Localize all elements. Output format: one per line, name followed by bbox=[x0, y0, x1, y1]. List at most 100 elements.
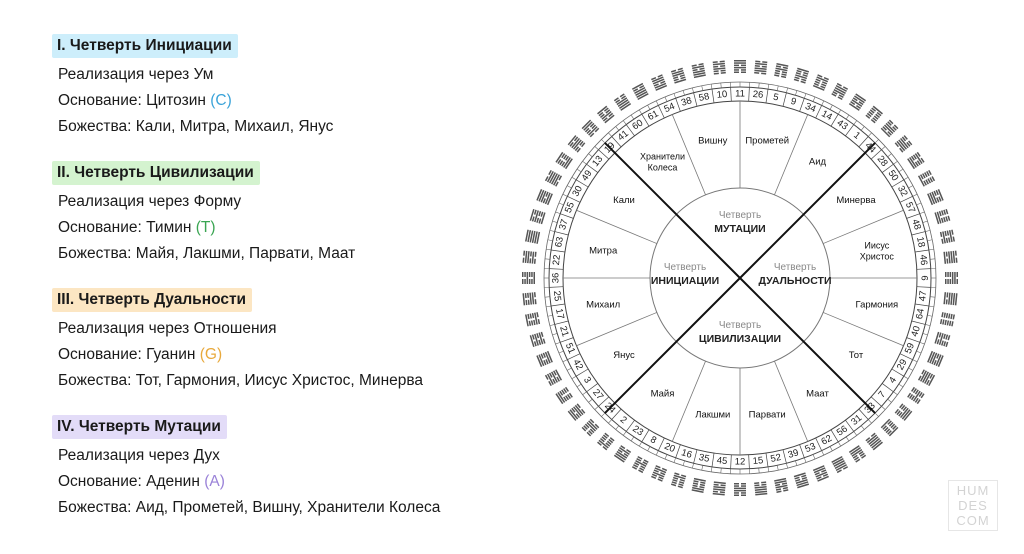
quarter-line: Божества: Аид, Прометей, Вишну, Хранител… bbox=[52, 495, 492, 521]
gate-separator bbox=[765, 89, 769, 103]
tick-mark bbox=[812, 96, 816, 102]
deity-divider bbox=[576, 312, 658, 347]
watermark-line: HUM bbox=[956, 483, 990, 498]
gate-separator bbox=[611, 136, 622, 148]
deity-label: Иисус bbox=[864, 240, 889, 250]
gate-number: 34 bbox=[803, 101, 817, 115]
hexagram-icon bbox=[581, 119, 600, 138]
gate-number: 32 bbox=[895, 184, 910, 199]
tick-mark bbox=[664, 96, 668, 102]
quadrant-label-small: Четверть bbox=[719, 320, 761, 331]
hexagram-icon bbox=[880, 119, 899, 138]
tick-mark bbox=[893, 161, 898, 165]
gate-number: 9 bbox=[789, 96, 797, 108]
quarter-line-text: Реализация через Форму bbox=[58, 193, 242, 210]
tick-mark bbox=[928, 248, 934, 251]
tick-mark bbox=[821, 100, 825, 106]
gate-number: 35 bbox=[698, 452, 711, 465]
hexagram-icon bbox=[907, 151, 925, 170]
tick-mark bbox=[638, 109, 643, 115]
tick-mark bbox=[853, 431, 857, 436]
quadrant-label-small: Четверть bbox=[664, 262, 706, 273]
tick-mark bbox=[903, 176, 909, 181]
gate-number: 1 bbox=[851, 130, 862, 142]
gate-number: 30 bbox=[570, 184, 585, 199]
gate-number: 39 bbox=[787, 447, 800, 461]
quadrant-label-small: Четверть bbox=[774, 262, 816, 273]
tick-mark bbox=[710, 466, 713, 472]
hexagram-icon bbox=[613, 93, 632, 111]
tick-mark bbox=[786, 87, 788, 93]
hexagram-icon bbox=[934, 331, 951, 348]
gate-number: 57 bbox=[903, 201, 917, 215]
deity-divider bbox=[822, 312, 904, 347]
tick-mark bbox=[594, 146, 599, 150]
tick-mark bbox=[776, 465, 779, 471]
gate-separator bbox=[575, 368, 589, 377]
quarter-title: IV. Четверть Мутации bbox=[52, 415, 227, 439]
hexagram-icon bbox=[917, 369, 936, 387]
quarter-line-text: Основание: Цитозин bbox=[58, 92, 211, 109]
gate-number: 29 bbox=[895, 357, 910, 372]
hexagram-icon bbox=[774, 63, 789, 79]
hexagram-icon bbox=[865, 105, 883, 124]
deity-divider bbox=[774, 114, 809, 196]
hexagram-icon bbox=[712, 60, 726, 75]
base-letter: (A) bbox=[204, 473, 225, 490]
tick-mark bbox=[893, 391, 898, 395]
tick-mark bbox=[549, 230, 555, 232]
gate-separator bbox=[870, 149, 882, 160]
gate-separator bbox=[711, 453, 715, 467]
tick-mark bbox=[582, 391, 587, 395]
gate-number: 62 bbox=[819, 433, 834, 448]
gate-number: 16 bbox=[680, 447, 693, 461]
tick-mark bbox=[647, 105, 651, 110]
quarter-line: Реализация через Дух bbox=[52, 443, 492, 469]
hexagram-icon bbox=[793, 472, 810, 489]
gate-separator bbox=[641, 113, 650, 127]
gate-separator bbox=[675, 98, 681, 112]
hexagram-icon bbox=[848, 445, 867, 463]
hexagram-icon bbox=[754, 60, 768, 75]
tick-mark bbox=[874, 139, 879, 144]
gate-separator bbox=[881, 163, 894, 173]
quarter-line: Основание: Аденин (A) bbox=[52, 469, 492, 495]
gate-number: 45 bbox=[716, 455, 728, 467]
tick-mark bbox=[555, 342, 561, 345]
gate-separator bbox=[560, 213, 574, 219]
tick-mark bbox=[567, 367, 572, 371]
tick-mark bbox=[916, 350, 922, 354]
tick-mark bbox=[567, 185, 572, 189]
tick-mark bbox=[615, 425, 620, 430]
tick-mark bbox=[922, 220, 928, 223]
gate-number: 2 bbox=[618, 414, 629, 426]
tick-mark bbox=[562, 359, 568, 363]
deity-label: Янус bbox=[613, 350, 635, 361]
gate-number: 22 bbox=[551, 254, 563, 266]
gate-separator bbox=[693, 92, 698, 107]
gate-number: 38 bbox=[680, 95, 693, 109]
tick-mark bbox=[898, 383, 904, 388]
base-letter: (C) bbox=[210, 92, 232, 109]
gate-number: 52 bbox=[770, 452, 783, 465]
deity-label: Парвати bbox=[749, 409, 786, 420]
gate-separator bbox=[911, 231, 926, 236]
gate-number: 46 bbox=[917, 254, 929, 266]
gate-number: 42 bbox=[570, 357, 585, 372]
hexagram-icon bbox=[670, 472, 687, 489]
gate-number: 36 bbox=[551, 273, 562, 284]
tick-mark bbox=[881, 146, 886, 150]
tick-mark bbox=[925, 230, 931, 232]
tick-mark bbox=[868, 419, 872, 424]
tick-mark bbox=[928, 305, 934, 308]
gate-separator bbox=[575, 179, 589, 188]
gate-number: 61 bbox=[646, 108, 661, 123]
gate-number: 56 bbox=[835, 423, 850, 438]
quadrant-border bbox=[604, 142, 741, 279]
hexagram-icon bbox=[691, 477, 706, 493]
deity-label: Минерва bbox=[836, 195, 876, 206]
tick-mark bbox=[623, 120, 627, 125]
gate-separator bbox=[815, 105, 822, 119]
hexagram-icon bbox=[848, 93, 867, 111]
hexagram-icon bbox=[894, 403, 913, 421]
